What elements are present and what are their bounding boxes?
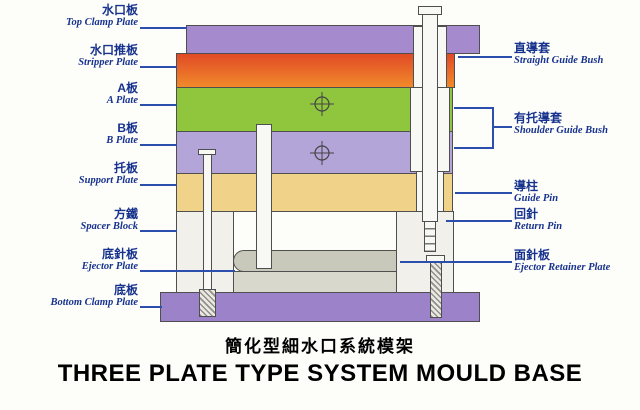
label-zh: 底針板 — [101, 247, 138, 261]
title-chinese: 簡化型細水口系統模架 — [225, 337, 415, 356]
label-zh: 水口推板 — [89, 43, 138, 57]
label-en: Bottom Clamp Plate — [50, 297, 138, 308]
label-en: Return Pin — [514, 221, 563, 232]
guide-pin-tip — [424, 221, 436, 252]
label-en: Straight Guide Bush — [514, 55, 604, 66]
label-guide-pin: 導柱 Guide Pin — [514, 180, 640, 205]
label-zh: B板 — [117, 121, 138, 135]
label-zh: 水口板 — [101, 3, 138, 17]
label-zh: 導柱 — [514, 179, 539, 193]
return-pin — [430, 255, 442, 318]
label-zh: 有托導套 — [514, 111, 563, 125]
label-support-plate: 托板 Support Plate — [6, 162, 138, 187]
label-b-plate: B板 B Plate — [6, 122, 138, 147]
label-en: Ejector Retainer Plate — [514, 262, 611, 273]
label-en: Guide Pin — [514, 193, 559, 204]
leader-line-ejector-plate — [140, 270, 235, 272]
label-ejector-plate: 底針板 Ejector Plate — [6, 248, 138, 273]
label-zh: 托板 — [113, 161, 138, 175]
support-plate — [176, 173, 453, 212]
label-straight-guide-bush: 直導套 Straight Guide Bush — [514, 42, 640, 67]
guide-pin — [422, 6, 438, 222]
label-en: Spacer Block — [80, 221, 138, 232]
label-en: Top Clamp Plate — [66, 17, 138, 28]
ejector-pin-cap — [198, 149, 216, 155]
ejector-pin-base — [199, 289, 216, 317]
leader-line-support-plate — [140, 184, 177, 186]
label-en: Support Plate — [78, 175, 138, 186]
leader-line-return-pin — [446, 220, 512, 222]
bracket-connector — [494, 126, 512, 128]
leader-line-ejector-retainer-plate — [400, 261, 512, 263]
label-zh: 底板 — [113, 283, 138, 297]
ejector-plate — [233, 271, 397, 293]
stripper-plate — [176, 53, 455, 88]
label-en: Shoulder Guide Bush — [514, 125, 608, 136]
leader-line-spacer-block — [140, 230, 177, 232]
label-top-clamp-plate: 水口板 Top Clamp Plate — [6, 4, 138, 29]
center-pin — [256, 124, 272, 269]
label-ejector-retainer-plate: 面針板 Ejector Retainer Plate — [514, 249, 640, 274]
leader-line-straight-guide-bush — [458, 56, 512, 58]
leader-line-bottom-clamp-plate — [140, 306, 162, 308]
label-zh: 方鐵 — [113, 207, 138, 221]
title-english: THREE PLATE TYPE SYSTEM MOULD BASE — [57, 360, 583, 387]
label-zh: 直導套 — [514, 41, 551, 55]
label-en: Stripper Plate — [78, 57, 138, 68]
bracket-tick-top — [454, 107, 494, 109]
label-en: B Plate — [106, 135, 138, 146]
bracket-vertical — [492, 107, 494, 149]
label-zh: A板 — [117, 81, 138, 95]
label-shoulder-guide-bush: 有托導套 Shoulder Guide Bush — [514, 112, 640, 137]
label-a-plate: A板 A Plate — [6, 82, 138, 107]
leader-line-guide-pin — [455, 192, 512, 194]
label-spacer-block: 方鐵 Spacer Block — [6, 208, 138, 233]
center-mark-icon — [310, 92, 334, 116]
label-en: Ejector Plate — [81, 261, 138, 272]
leader-line-b-plate — [140, 144, 177, 146]
label-zh: 回針 — [514, 207, 539, 221]
label-zh: 面針板 — [514, 248, 551, 262]
center-mark-icon — [310, 141, 334, 165]
label-stripper-plate: 水口推板 Stripper Plate — [6, 44, 138, 69]
bracket-tick-bottom — [454, 147, 494, 149]
guide-pin-cap — [418, 6, 442, 15]
label-bottom-clamp-plate: 底板 Bottom Clamp Plate — [6, 284, 138, 309]
label-en: A Plate — [106, 95, 138, 106]
leader-line-a-plate — [140, 104, 177, 106]
leader-line-stripper-plate — [140, 66, 177, 68]
leader-line-top-clamp-plate — [140, 27, 187, 29]
label-return-pin: 回針 Return Pin — [514, 208, 640, 233]
